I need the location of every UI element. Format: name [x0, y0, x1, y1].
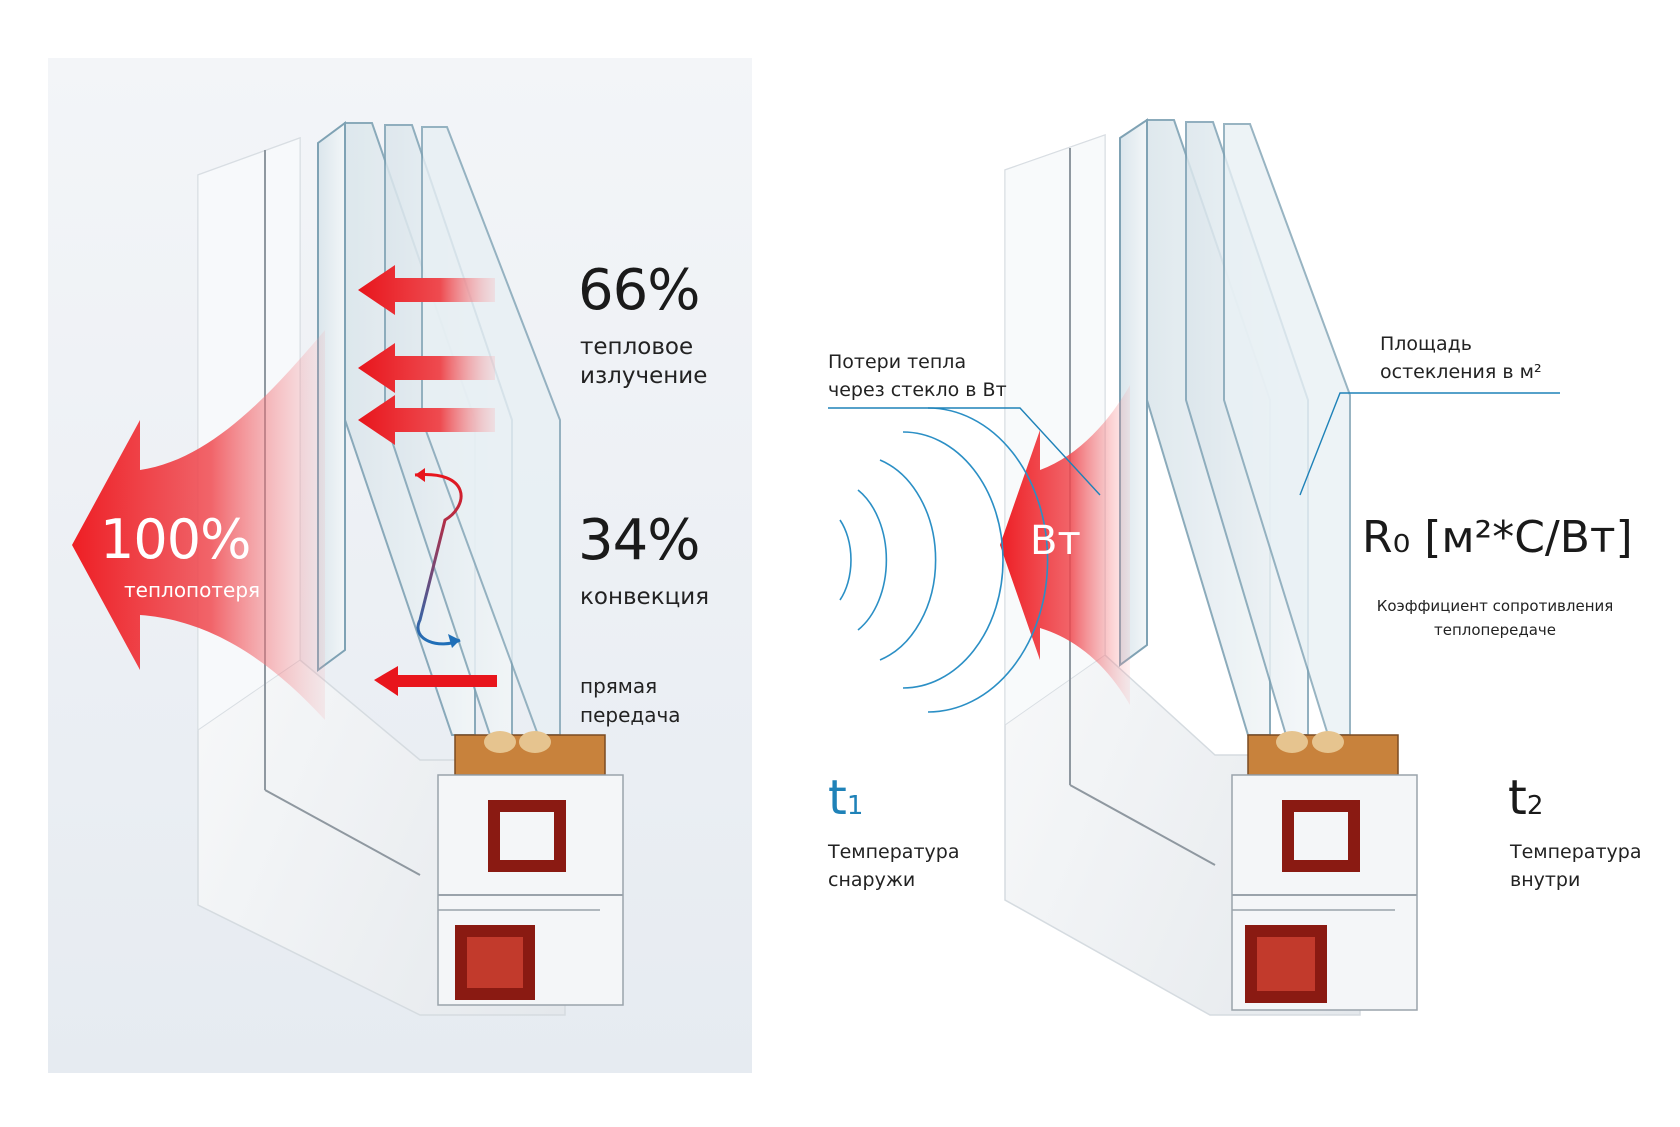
total-loss-percent: 100% [100, 508, 251, 571]
arrow-unit-label: Вт [1030, 518, 1081, 564]
radiation-label: тепловое излучение [580, 334, 708, 389]
total-loss-label: теплопотеря [124, 578, 261, 602]
heat-wave-arcs [839, 407, 1049, 713]
t-inside-symbol: t2 [1508, 770, 1544, 826]
glazing-area-callout-line [1299, 392, 1560, 496]
glazing-area-note: Площадь остекления в м² [1380, 333, 1542, 383]
heat-loss-note: Потери тепла через стекло в Вт [828, 351, 1007, 401]
resistance-formula: R₀ [м²*С/Вт] [1362, 512, 1633, 563]
t-outside-label: Температура снаружи [828, 841, 960, 891]
convection-percent: 34% [578, 508, 700, 573]
right-heat-loss-arrow [1000, 385, 1130, 705]
heat-loss-callout-line [828, 407, 1101, 496]
direct-transfer-label: прямая передача [580, 674, 681, 727]
resistance-coefficient-label: Коэффициент сопротивления теплопередаче [1376, 597, 1614, 639]
left-radiation-arrows [358, 265, 495, 445]
left-total-loss-arrow [72, 330, 325, 720]
left-convection-arrow [414, 468, 463, 648]
t-inside-label: Температура внутри [1510, 841, 1642, 891]
left-direct-arrow [374, 666, 497, 696]
convection-label: конвекция [580, 584, 710, 610]
radiation-percent: 66% [578, 258, 700, 323]
t-outside-symbol: t1 [828, 770, 864, 826]
